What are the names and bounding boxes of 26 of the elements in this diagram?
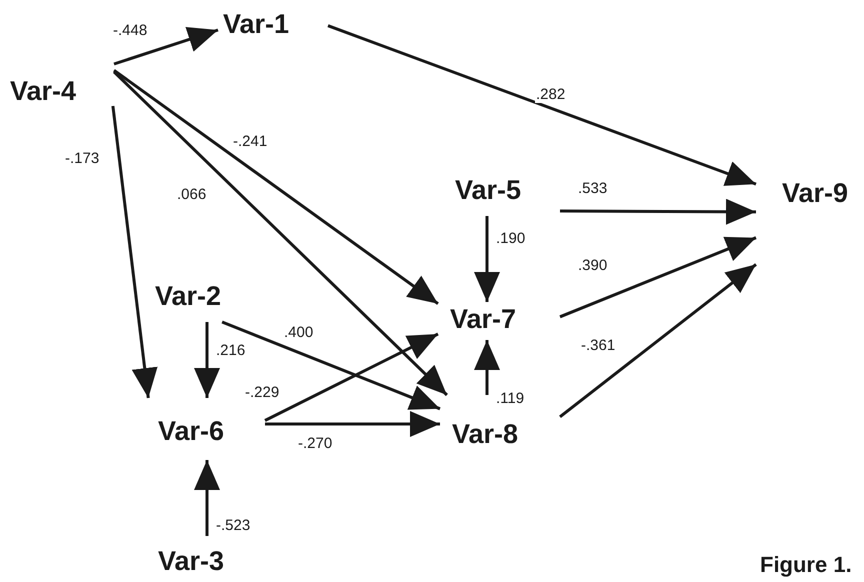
arrow (327, 24, 757, 186)
variable-label: Var-4 (10, 78, 76, 105)
variable-label: Var-2 (155, 283, 222, 310)
arrow (112, 70, 448, 396)
arrow (111, 106, 158, 398)
variable-label: Var-7 (450, 306, 516, 333)
path-coefficient: .282 (535, 86, 566, 103)
arrow (194, 322, 220, 398)
arrow (194, 460, 220, 536)
variable-label: Var-9 (782, 180, 848, 207)
arrow (222, 320, 441, 410)
variable-label: Var-5 (455, 177, 522, 204)
variable-label: Var-1 (223, 11, 290, 38)
arrow (114, 26, 218, 66)
variable-label: Var-8 (452, 421, 518, 448)
arrow (113, 69, 439, 305)
arrow (264, 332, 439, 422)
arrow (474, 216, 500, 302)
arrow (559, 236, 757, 318)
figure-caption: Figure 1. (760, 552, 852, 578)
arrow (560, 198, 756, 225)
arrow (559, 263, 757, 418)
arrow (474, 340, 500, 395)
variable-label: Var-6 (158, 418, 224, 445)
variable-label: Var-3 (158, 548, 224, 575)
arrow (265, 411, 440, 437)
